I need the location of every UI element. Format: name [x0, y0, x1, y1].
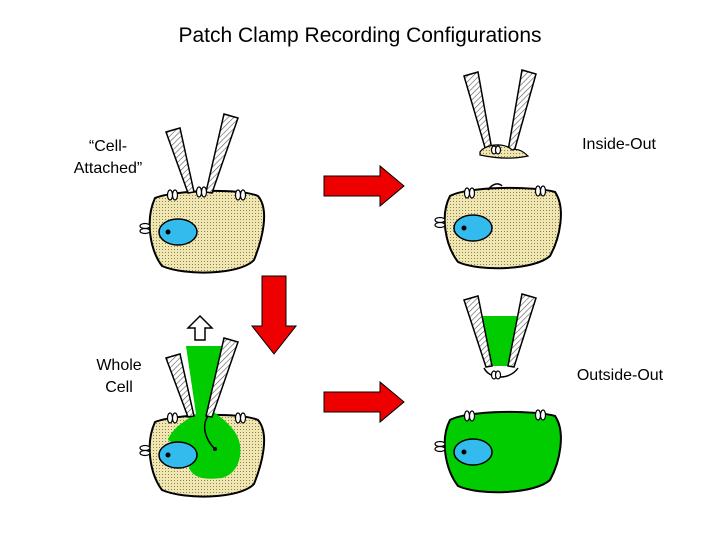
ion-channels	[139, 186, 247, 235]
whole-cell-panel	[139, 314, 266, 498]
outside-out-panel	[434, 293, 562, 494]
nucleus	[453, 438, 493, 466]
arrow-to-whole-cell	[250, 275, 298, 355]
nucleus	[158, 441, 198, 469]
pipette-left-wall	[165, 353, 195, 418]
pipette-right-wall	[205, 337, 239, 418]
pipette-left-wall	[165, 127, 195, 194]
pipette-right-wall	[507, 69, 537, 153]
pipette-left-wall	[463, 295, 493, 368]
nucleus	[453, 214, 493, 242]
pipette-right-wall	[205, 113, 239, 194]
ion-channels	[434, 145, 547, 229]
ion-channels	[434, 370, 547, 453]
ion-channels	[139, 412, 247, 457]
diagram-title: Patch Clamp Recording Configurations	[178, 24, 542, 47]
pipette-left-wall	[463, 71, 493, 152]
label-outside-out: Outside-Out	[576, 367, 664, 384]
nucleus	[158, 218, 198, 246]
label-whole-cell: Whole Cell	[96, 357, 142, 396]
cell-body	[443, 186, 562, 270]
inside-out-panel	[434, 69, 562, 270]
cell-body	[443, 410, 562, 494]
suction-arrow	[186, 314, 214, 341]
pipette-right-wall	[507, 293, 537, 368]
excised-patch	[479, 144, 530, 159]
label-cell-attached: “Cell- Attached”	[73, 138, 143, 177]
cell-body	[148, 189, 266, 274]
cell-attached-panel	[139, 113, 266, 274]
arrow-to-outside-out	[323, 380, 405, 424]
label-inside-out: Inside-Out	[582, 136, 656, 153]
arrow-to-inside-out	[323, 164, 405, 208]
